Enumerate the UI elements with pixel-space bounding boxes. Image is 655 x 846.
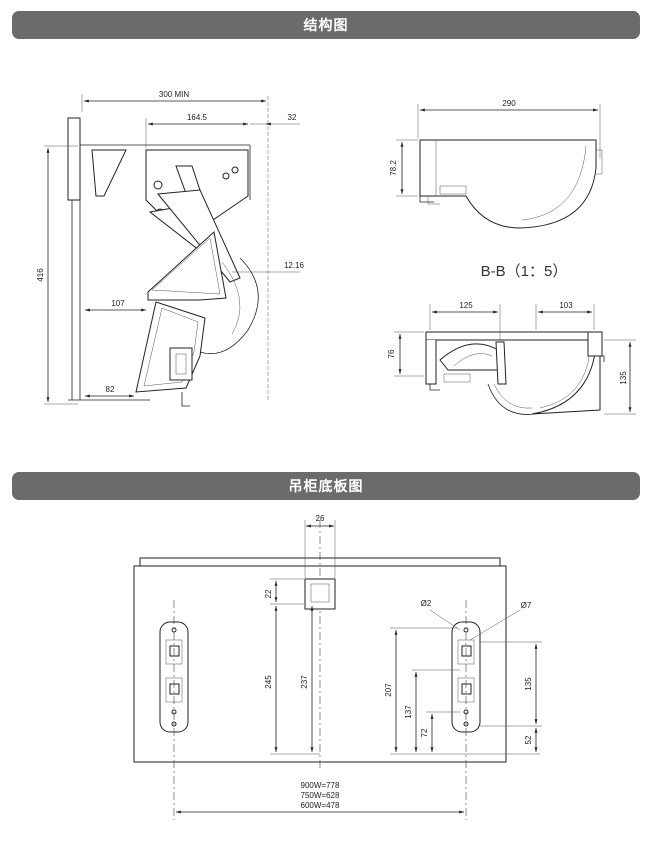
dim-32: 32 [288, 113, 297, 122]
section-b-b-label: B-B（1：5） [481, 263, 568, 280]
dim-76: 76 [387, 349, 396, 358]
dim-245: 245 [264, 675, 273, 689]
dim-82: 82 [106, 385, 115, 394]
dim-237: 237 [300, 675, 309, 689]
dim-26: 26 [316, 514, 325, 523]
dim-416: 416 [36, 268, 45, 282]
width-900: 900W=778 [301, 781, 340, 790]
dim-135-plate: 135 [524, 677, 533, 691]
dim-300-min: 300 MIN [159, 90, 189, 99]
structure-diagram-title: 结构图 [12, 11, 640, 39]
dim-78-2: 78.2 [389, 160, 398, 176]
dim-137: 137 [404, 705, 413, 719]
side-view-drawing: 300 MIN 164.5 32 416 12.16 107 82 [36, 90, 305, 407]
dim-12-16: 12.16 [284, 261, 305, 270]
dim-135-section: 135 [619, 371, 628, 385]
dim-d2: Ø2 [421, 599, 432, 608]
width-600: 600W=478 [301, 801, 340, 810]
base-plate-diagram-title: 吊柜底板图 [12, 472, 640, 500]
width-750: 750W=628 [301, 791, 340, 800]
dim-52: 52 [524, 735, 533, 744]
dim-207: 207 [384, 683, 393, 697]
dim-103: 103 [559, 301, 573, 310]
base-plate-drawing: 26 22 245 237 Ø2 [133, 514, 542, 820]
section-b-b-drawing: 125 103 76 135 [387, 301, 636, 415]
dim-22: 22 [264, 589, 273, 598]
dim-164-5: 164.5 [187, 113, 208, 122]
dim-d7: Ø7 [521, 601, 532, 610]
top-view-drawing: 290 78.2 [389, 99, 603, 229]
dim-125: 125 [459, 301, 473, 310]
dim-107: 107 [111, 299, 125, 308]
dim-72: 72 [420, 728, 429, 737]
dim-290: 290 [502, 99, 516, 108]
